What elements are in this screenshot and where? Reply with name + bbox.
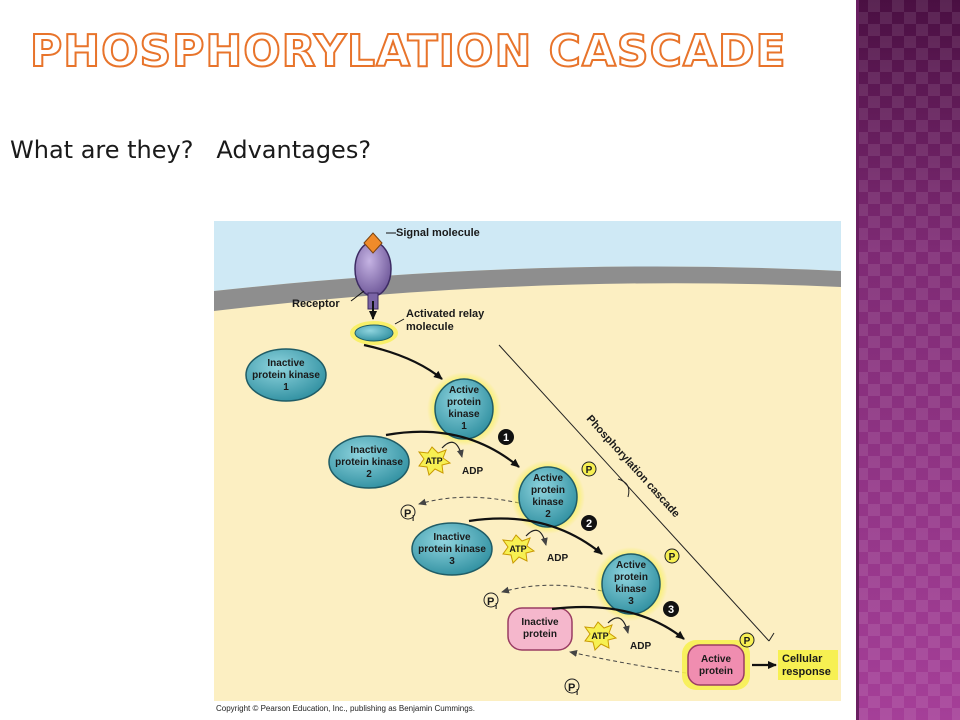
inactive-kinase-2-line1: Inactive [350,445,388,456]
active-protein-line2: protein [699,666,733,677]
receptor-label: Receptor [292,298,340,310]
active-kinase-2-line3: kinase [532,497,564,508]
atp-burst-1 [417,446,452,476]
phosphate-i-2-sub: i [495,602,497,611]
relay-label-line1: Activated relay [406,308,485,320]
inactive-kinase-1-line3: 1 [283,382,289,393]
phosphate-badge-2 [581,461,597,477]
phosphate-badge-4-label: P [744,636,751,647]
inactive-kinase-3 [411,522,493,576]
active-protein [687,644,745,686]
adp-label-1: ADP [462,466,483,477]
cellular-response-line1: Cellular [782,653,823,665]
adp-label-3: ADP [630,641,651,652]
atp-burst-2 [501,534,536,564]
step-2-badge: 2 [586,518,592,530]
phosphate-i-1: P [404,508,411,520]
cellular-response-box [778,650,838,680]
phosphate-badge-3-label: P [669,552,676,563]
atp-burst-3 [583,621,618,651]
active-kinase-2-line2: protein [531,485,565,496]
phosphate-badge-2-label: P [586,465,593,476]
active-kinase-1-line4: 1 [461,421,467,432]
atp-label-2: ATP [509,544,526,554]
inactive-kinase-3-line3: 3 [449,556,455,567]
active-kinase-3-line3: kinase [615,584,647,595]
inactive-protein-line1: Inactive [521,617,559,628]
active-kinase-1-line1: Active [449,385,479,396]
active-kinase-1-line2: protein [447,397,481,408]
phosphate-badge-3 [664,548,680,564]
relay-label-line2: molecule [406,321,454,333]
atp-label-3: ATP [591,631,608,641]
adp-label-2: ADP [547,553,568,564]
slide-title: Phosphorylation Cascade [29,25,787,78]
active-kinase-3 [601,553,661,615]
inactive-kinase-1-line2: protein kinase [252,370,320,381]
inactive-kinase-3-line2: protein kinase [418,544,486,555]
inactive-kinase-2-line2: protein kinase [335,457,403,468]
inactive-kinase-1-line1: Inactive [267,358,305,369]
inactive-kinase-2 [328,435,410,489]
signal-molecule-label: Signal molecule [396,227,480,239]
active-kinase-3-line2: protein [614,572,648,583]
inactive-kinase-1 [245,348,327,402]
active-kinase-3-line1: Active [616,560,646,571]
active-kinase-1 [434,378,494,440]
phosphate-i-1-sub: i [412,514,414,523]
step-3-badge: 3 [668,604,674,616]
inactive-protein-line2: protein [523,629,557,640]
active-kinase-2-line4: 2 [545,509,551,520]
phosphate-badge-4 [739,632,755,648]
active-protein-line1: Active [701,654,731,665]
phosphorylation-cascade-figure: Signal molecule Receptor Activated relay… [214,221,841,701]
phosphate-i-3: P [568,682,575,694]
active-kinase-2 [518,466,578,528]
slide-subtitle: What are they? Advantages? [10,136,372,164]
decorative-side-panel [856,0,960,720]
activated-relay-molecule [354,324,394,342]
inactive-kinase-3-line1: Inactive [433,532,471,543]
cellular-response-line2: response [782,666,831,678]
active-kinase-3-line4: 3 [628,596,634,607]
active-kinase-1-line3: kinase [448,409,480,420]
inactive-protein [507,607,573,651]
phosphate-i-3-sub: i [576,688,578,697]
active-kinase-2-line1: Active [533,473,563,484]
cascade-bracket [498,344,775,642]
signal-molecule [363,232,383,254]
atp-label-1: ATP [425,456,442,466]
copyright-notice: Copyright © Pearson Education, Inc., pub… [216,704,475,713]
phosphate-i-2: P [487,596,494,608]
inactive-kinase-2-line3: 2 [366,469,372,480]
step-1-badge: 1 [503,432,509,444]
